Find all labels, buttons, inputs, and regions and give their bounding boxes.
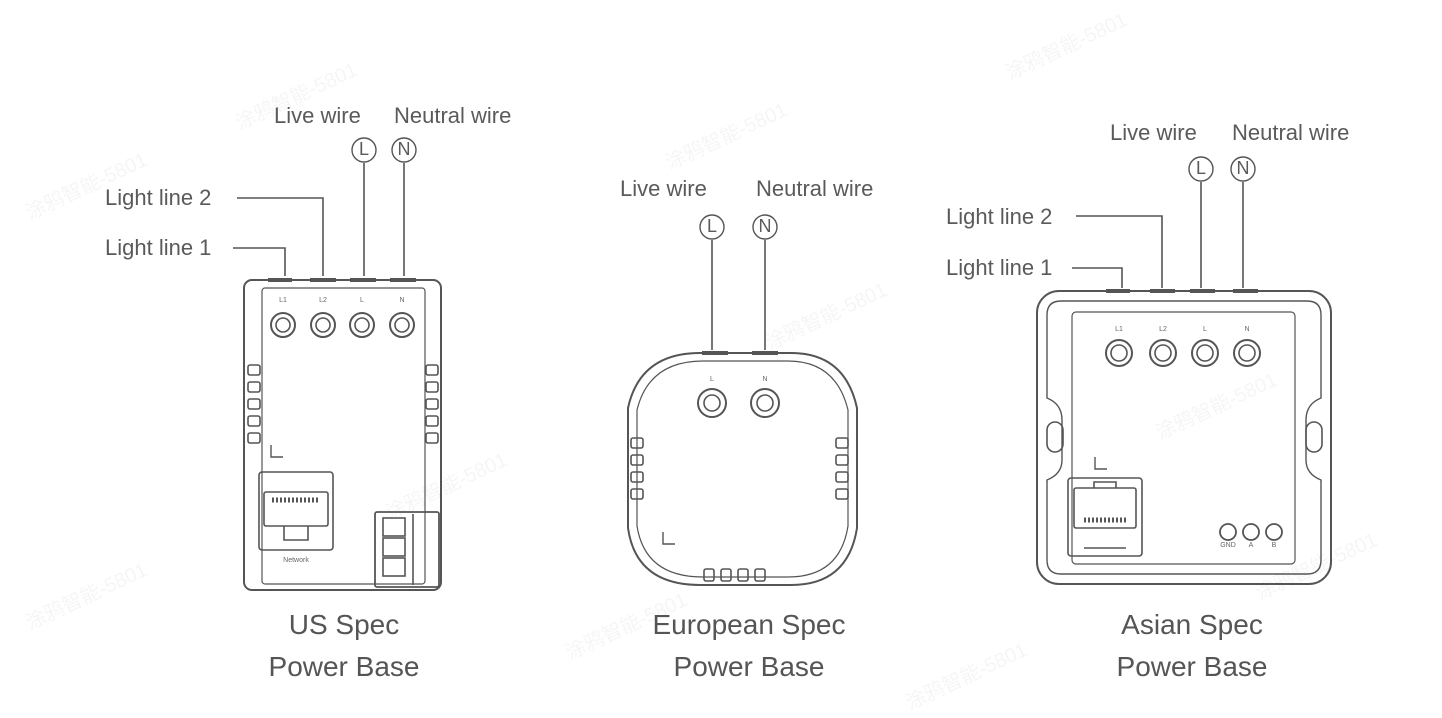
light-line-2-label: Light line 2 — [946, 204, 1053, 229]
terminal-screw — [310, 312, 336, 338]
live-symbol: L — [1195, 158, 1206, 178]
live-wire-label: Live wire — [274, 103, 361, 128]
light-line-2-label: Light line 2 — [105, 185, 212, 210]
bus-terminals — [1219, 523, 1283, 541]
terminal-screw — [1233, 339, 1261, 367]
neutral-symbol: N — [758, 216, 772, 236]
bus-terminal-label: B — [1271, 542, 1277, 549]
terminal-screw — [389, 312, 415, 338]
light-line-1-label: Light line 1 — [946, 255, 1053, 280]
terminal-screw — [349, 312, 375, 338]
terminal-label: N — [762, 376, 768, 383]
network-port — [258, 471, 334, 551]
us-power-base — [233, 137, 442, 591]
eu-power-base — [627, 214, 858, 586]
terminal-label: N — [1244, 326, 1250, 333]
neutral-wire-label: Neutral wire — [1232, 120, 1350, 145]
neutral-wire-label: Neutral wire — [756, 176, 874, 201]
terminal-label: L1 — [279, 297, 287, 304]
terminal-block — [374, 511, 440, 588]
bus-terminal-label: A — [1248, 542, 1254, 549]
light-line-1-label: Light line 1 — [105, 235, 212, 260]
terminal-screw — [697, 388, 727, 418]
terminal-label: N — [399, 297, 405, 304]
us-caption-line2: Power Base — [268, 651, 420, 682]
terminal-label: L1 — [1115, 326, 1123, 333]
neutral-wire-label: Neutral wire — [394, 103, 512, 128]
live-wire-label: Live wire — [1110, 120, 1197, 145]
live-symbol: L — [706, 216, 717, 236]
terminal-screw — [270, 312, 296, 338]
eu-caption-line1: European Spec — [652, 609, 846, 640]
asia-power-base — [1036, 156, 1332, 585]
network-label: Network — [283, 557, 309, 564]
terminal-screw — [1105, 339, 1133, 367]
terminal-screw — [750, 388, 780, 418]
eu-caption-line2: Power Base — [673, 651, 825, 682]
terminal-screw — [1149, 339, 1177, 367]
terminal-label: L2 — [1159, 326, 1167, 333]
us-caption-line1: US Spec — [288, 609, 400, 640]
terminal-label: L — [1203, 326, 1207, 333]
terminal-label: L2 — [319, 297, 327, 304]
live-symbol: L — [358, 139, 369, 159]
asia-caption-line1: Asian Spec — [1121, 609, 1263, 640]
terminal-screw — [1191, 339, 1219, 367]
network-port — [1067, 477, 1143, 557]
live-wire-label: Live wire — [620, 176, 707, 201]
neutral-symbol: N — [397, 139, 411, 159]
terminal-label: L — [710, 376, 714, 383]
asia-caption-line2: Power Base — [1116, 651, 1268, 682]
neutral-symbol: N — [1236, 158, 1250, 178]
terminal-label: L — [360, 297, 364, 304]
bus-terminal-label: GND — [1220, 542, 1236, 549]
